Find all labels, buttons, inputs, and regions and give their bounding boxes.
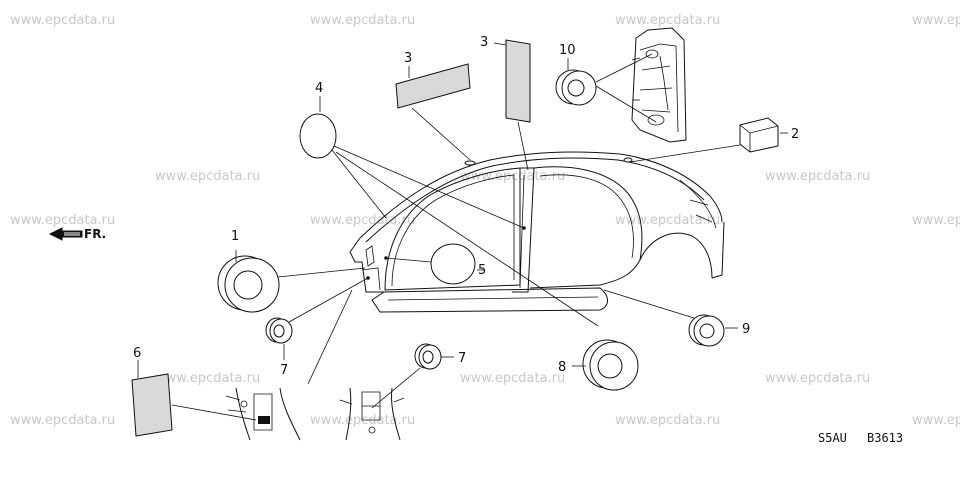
part-8-grommet: 8 (558, 339, 639, 391)
part-3-pad: 3 (395, 51, 471, 161)
front-direction-label: FR. (84, 227, 106, 241)
watermark: www.epcdata.ru (155, 169, 260, 184)
callout-10: 10 (559, 43, 576, 58)
part-6-pad: 6 (131, 346, 257, 437)
watermark: www.epcdata.ru (615, 413, 720, 428)
watermark: www.epcdata.ru (310, 413, 415, 428)
watermark: www.epcdata.ru (310, 213, 415, 228)
part-9-grommet: 9 (603, 289, 750, 347)
part-3-pad-vertical: 3 (480, 35, 531, 171)
part-7-grommet-b: 7 (371, 343, 466, 409)
callout-5: 5 (478, 263, 486, 278)
callout-2: 2 (791, 127, 799, 142)
callout-6: 6 (133, 346, 141, 361)
watermark: www.epcdata.ru (912, 413, 960, 428)
watermark: www.epcdata.ru (10, 413, 115, 428)
detail-front-pillar (225, 289, 353, 441)
arrow-left-icon (48, 227, 83, 241)
callout-7a: 7 (280, 363, 288, 378)
part-5-seal: 5 (385, 243, 486, 285)
part-4-plug: 4 (299, 81, 599, 327)
callout-3a: 3 (404, 51, 412, 66)
watermark: www.epcdata.ru (10, 213, 115, 228)
watermark: www.epcdata.ru (460, 371, 565, 386)
detail-rear-panel (631, 27, 687, 143)
watermark: www.epcdata.ru (765, 371, 870, 386)
part-7-grommet: 7 (265, 277, 369, 378)
drawing-code: B3613 (867, 431, 903, 445)
watermark: www.epcdata.ru (912, 13, 960, 28)
drawing-footer: S5AU B3613 (818, 431, 903, 445)
callout-3b: 3 (480, 35, 488, 50)
front-direction-indicator: FR. (48, 227, 106, 241)
callout-1: 1 (231, 229, 239, 244)
watermark-layer: www.epcdata.ru www.epcdata.ru www.epcdat… (10, 13, 960, 428)
watermark: www.epcdata.ru (615, 13, 720, 28)
callout-7b: 7 (458, 351, 466, 366)
watermark: www.epcdata.ru (10, 13, 115, 28)
watermark: www.epcdata.ru (155, 371, 260, 386)
detail-b-pillar (339, 387, 405, 441)
part-10-grommet: 10 (555, 43, 657, 123)
watermark: www.epcdata.ru (912, 213, 960, 228)
watermark: www.epcdata.ru (765, 169, 870, 184)
watermark: www.epcdata.ru (310, 13, 415, 28)
callout-4: 4 (315, 81, 323, 96)
car-body-side (349, 151, 725, 313)
part-1-grommet: 1 (217, 229, 366, 313)
model-code: S5AU (818, 431, 847, 445)
part-2-block: 2 (629, 117, 799, 163)
callout-8: 8 (558, 360, 566, 375)
callout-9: 9 (742, 322, 750, 337)
